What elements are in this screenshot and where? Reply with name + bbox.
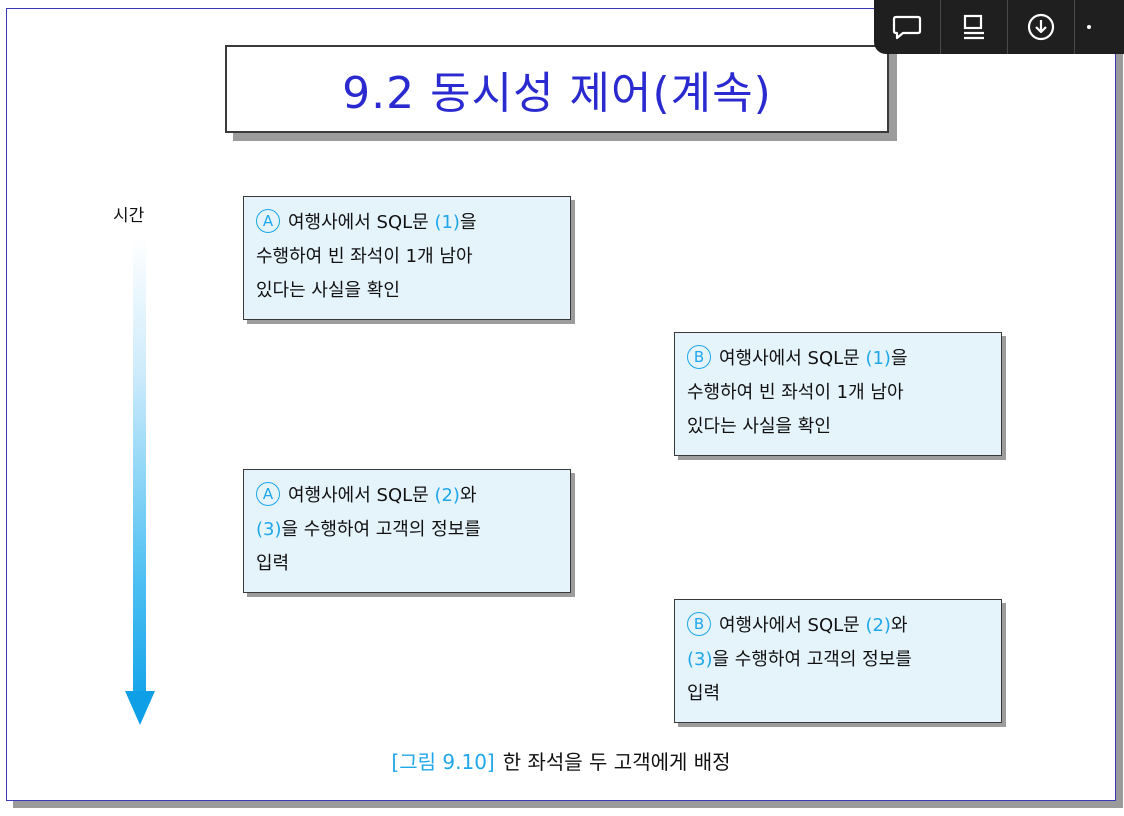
- event-box-a1: A 여행사에서 SQL문 (1)을 수행하여 빈 좌석이 1개 남아 있다는 사실…: [243, 196, 571, 320]
- sql-ref: (2): [865, 615, 891, 636]
- viewer-toolbar: [874, 0, 1124, 54]
- event-text: 와: [890, 615, 908, 636]
- event-text: 수행하여 빈 좌석이 1개 남아: [256, 246, 473, 267]
- sql-ref: (1): [865, 348, 891, 369]
- figure-caption: [그림 9.10] 한 좌석을 두 고객에게 배정: [7, 746, 1115, 775]
- figure-number: [그림 9.10]: [391, 750, 495, 774]
- event-text: 을: [459, 212, 477, 233]
- event-text: 수행하여 빈 좌석이 1개 남아: [687, 382, 904, 403]
- comment-button[interactable]: [874, 0, 941, 54]
- badge-a-icon: A: [256, 209, 280, 233]
- event-box-b1: B 여행사에서 SQL문 (1)을 수행하여 빈 좌석이 1개 남아 있다는 사실…: [674, 332, 1002, 456]
- badge-b-icon: B: [687, 612, 711, 636]
- event-text: 있다는 사실을 확인: [687, 416, 831, 437]
- title-box: 9.2 동시성 제어(계속): [225, 45, 889, 133]
- notes-button[interactable]: [941, 0, 1008, 54]
- event-text: 여행사에서 SQL문: [719, 348, 866, 369]
- sql-ref: (2): [434, 485, 460, 506]
- badge-a-icon: A: [256, 482, 280, 506]
- event-text: 입력: [687, 683, 721, 704]
- event-text: 여행사에서 SQL문: [719, 615, 866, 636]
- event-text: 을 수행하여 고객의 정보를: [281, 519, 481, 540]
- event-text: 여행사에서 SQL문: [288, 485, 435, 506]
- sql-ref: (3): [256, 519, 282, 540]
- notes-icon: [963, 14, 984, 40]
- event-text: 여행사에서 SQL문: [288, 212, 435, 233]
- download-icon: [1027, 13, 1055, 41]
- event-text: 있다는 사실을 확인: [256, 280, 400, 301]
- slide-title: 9.2 동시성 제어(계속): [342, 68, 772, 119]
- time-axis-label: 시간: [113, 206, 145, 226]
- comment-icon: [892, 15, 922, 40]
- event-box-b2: B 여행사에서 SQL문 (2)와 (3)을 수행하여 고객의 정보를 입력: [674, 599, 1002, 723]
- event-text: 입력: [256, 553, 290, 574]
- time-arrow-head: [125, 691, 155, 725]
- download-button[interactable]: [1008, 0, 1075, 54]
- time-arrow-shaft: [133, 237, 146, 693]
- more-icon: [1087, 25, 1091, 29]
- badge-b-icon: B: [687, 345, 711, 369]
- event-text: 을 수행하여 고객의 정보를: [712, 649, 912, 670]
- more-button[interactable]: [1075, 25, 1124, 29]
- sql-ref: (3): [687, 649, 713, 670]
- sql-ref: (1): [434, 212, 460, 233]
- figure-caption-text: 한 좌석을 두 고객에게 배정: [502, 750, 731, 774]
- event-text: 와: [459, 485, 477, 506]
- event-box-a2: A 여행사에서 SQL문 (2)와 (3)을 수행하여 고객의 정보를 입력: [243, 469, 571, 593]
- event-text: 을: [890, 348, 908, 369]
